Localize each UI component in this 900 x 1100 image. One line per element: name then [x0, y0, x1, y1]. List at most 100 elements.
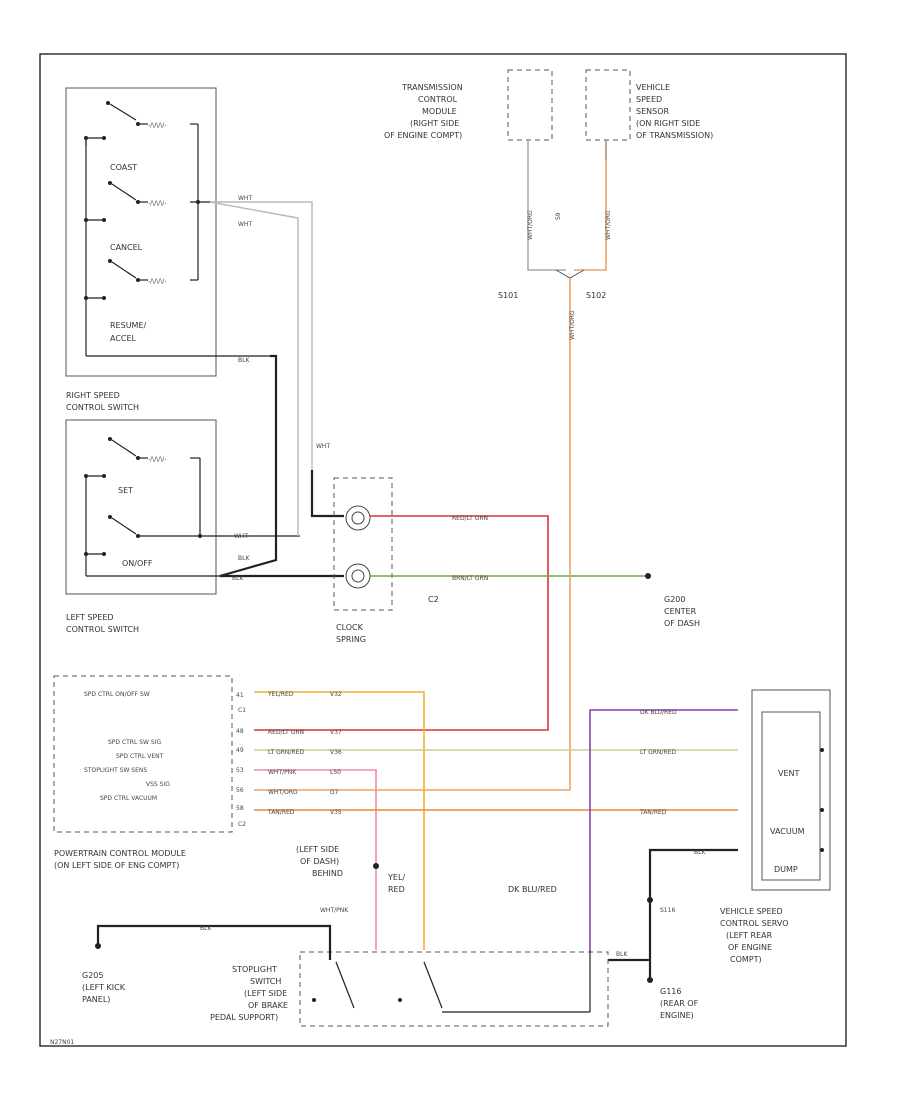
g205-label-1: G205 [82, 971, 103, 980]
diagram-frame [39, 53, 847, 1047]
vss-label-3: SENSOR [636, 107, 669, 116]
c2-label: C2 [428, 595, 439, 604]
servo-label-3: (LEFT REAR [726, 931, 773, 940]
g205-label-3: PANEL) [82, 995, 110, 1004]
vss-label-5: OF TRANSMISSION) [636, 131, 713, 140]
tcm-wire-label: WHT/ORG [527, 210, 534, 240]
left-switch-label-1: LEFT SPEED [66, 613, 114, 622]
cancel-label: CANCEL [110, 243, 143, 252]
left-switch-label-2: CONTROL SWITCH [66, 625, 139, 634]
wht-label-3: WHT [316, 443, 330, 450]
pcm-pin-5: STOPLIGHT SW SENS [84, 767, 147, 774]
g7-label: G7 [330, 789, 339, 796]
stoplight-label-4: OF BRAKE [248, 1001, 288, 1010]
stoplight-switch [299, 951, 609, 1027]
g205-ground [95, 943, 101, 949]
wht-org-vertical-wire [254, 278, 571, 791]
v36-label: V36 [330, 749, 342, 756]
v35-label: V35 [330, 809, 342, 816]
servo-label-1: VEHICLE SPEED [720, 907, 783, 916]
wire-to-clock-upper [310, 470, 344, 518]
resistor-label: -/\/\/\/- [148, 122, 166, 129]
wht-pnk-wire [254, 769, 377, 950]
stoplight-label-5: PEDAL SUPPORT) [210, 1013, 278, 1022]
right-switch-label-1: RIGHT SPEED [66, 391, 120, 400]
yel-red-wire [254, 691, 425, 950]
red-ltgrn-pcm-label: RED/LT GRN [268, 729, 304, 736]
tcm-box [507, 69, 553, 141]
yel-red-vert-1: YEL/ [387, 873, 405, 882]
right-switch-contacts [84, 101, 270, 357]
pcm-pin-6: VSS SIG [146, 781, 170, 788]
servo-blk-label: BLK [694, 849, 706, 856]
clock-spring-label-2: SPRING [336, 635, 366, 644]
tcm-label-3: MODULE [422, 107, 457, 116]
dump-label: DUMP [774, 865, 798, 874]
vacuum-label: VACUUM [770, 827, 805, 836]
g200-label-3: OF DASH [664, 619, 700, 628]
wht-label-2: WHT [238, 221, 252, 228]
servo-blk-ground-wire [648, 848, 738, 978]
left-speed-control-switch [65, 419, 217, 595]
clock-spring-label-1: CLOCK [336, 623, 364, 632]
red-ltgrn-wire [254, 515, 549, 731]
clock-spring [333, 477, 393, 611]
l50-label: L50 [330, 769, 341, 776]
left-dash-label-1: (LEFT SIDE [296, 845, 339, 854]
vss-label-4: (ON RIGHT SIDE [636, 119, 700, 128]
vss-wire-label: WHT/ORG [605, 210, 612, 240]
left-dash-label-3: BEHIND [312, 869, 343, 878]
v37-label: V37 [330, 729, 342, 736]
servo-label-2: CONTROL SERVO [720, 919, 789, 928]
s-splice-dash [373, 863, 379, 869]
center-wire-label: WHT/ORG [569, 310, 576, 340]
wht-pnk-label: WHT/PNK [268, 769, 297, 776]
dk-blu-red-wire [589, 709, 738, 950]
coast-label: COAST [110, 163, 137, 172]
pcm-pin-1: SPD CTRL ON/OFF SW [84, 691, 150, 698]
pin-num-48: 48 [236, 728, 244, 735]
pin-num-41: 41 [236, 692, 244, 699]
wht-label-4: WHT [234, 533, 248, 540]
stoplight-label-1: STOPLIGHT [232, 965, 277, 974]
pin-num-49: 49 [236, 747, 244, 754]
pcm-label-1: POWERTRAIN CONTROL MODULE [54, 849, 186, 858]
set-label: SET [118, 486, 133, 495]
tcm-label-1: TRANSMISSION [401, 83, 463, 92]
blk-label-2: BLK [238, 555, 250, 562]
pcm-pin-3: SPD CTRL SW SIG [108, 739, 161, 746]
pcm-pin-2: C1 [238, 707, 246, 714]
resume-label-2: ACCEL [110, 334, 137, 343]
g116-label-3: ENGINE) [660, 1011, 694, 1020]
s116-splice [647, 897, 653, 903]
yel-red-vert-2: RED [388, 885, 405, 894]
splice [555, 269, 585, 279]
blk-label-5: BLK [200, 925, 212, 932]
blk-label-1: BLK [238, 357, 250, 364]
s9-label: S9 [555, 212, 562, 220]
stoplight-label-3: (LEFT SIDE [244, 989, 287, 998]
tcm-wire [527, 140, 566, 271]
tcm-label-5: OF ENGINE COMPT) [384, 131, 462, 140]
stoplight-label-2: SWITCH [250, 977, 281, 986]
servo-label-5: COMPT) [730, 955, 762, 964]
left-dash-label-2: OF DASH) [300, 857, 339, 866]
vss-wire [574, 140, 607, 271]
wht-org-pcm-label: WHT/ORG [268, 789, 298, 796]
clock-spring-coil-lower [345, 563, 371, 589]
wht-pnk-vert-label: WHT/PNK [320, 907, 349, 914]
s116-label: S116 [660, 907, 675, 914]
s102-label: S102 [586, 291, 606, 300]
tcm-label-4: (RIGHT SIDE [410, 119, 459, 128]
servo-tan-label: TAN/RED [639, 809, 667, 816]
blk-label-4: BLK [616, 951, 628, 958]
pcm-box [53, 675, 233, 833]
pin-num-56: 56 [236, 787, 244, 794]
vent-label: VENT [778, 769, 800, 778]
resistor-label: -/\/\/\/- [148, 278, 166, 285]
tcm-label-2: CONTROL [418, 95, 458, 104]
resistor-label: -/\/\/\/- [148, 200, 166, 207]
vss-label-2: SPEED [636, 95, 662, 104]
dk-blu-red-vert-label: DK BLU/RED [508, 885, 557, 894]
